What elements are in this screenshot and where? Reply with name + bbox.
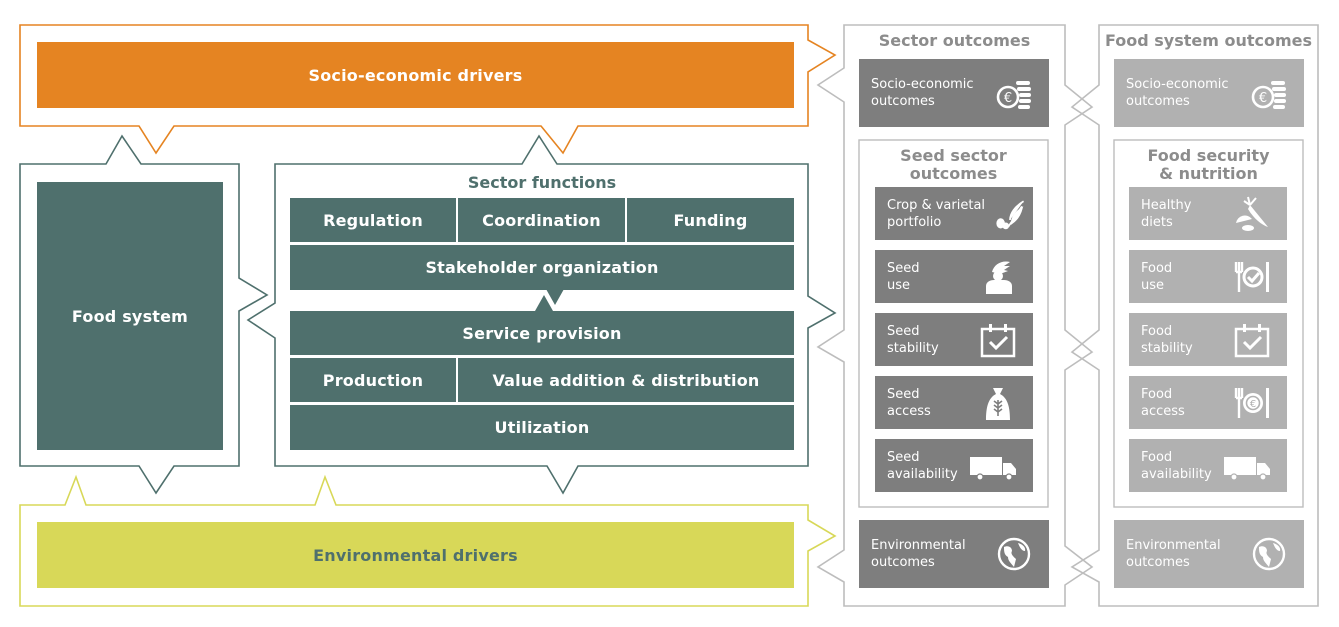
- function-label: Production: [322, 370, 424, 390]
- function-stakeholder-organization: Stakeholder organization: [290, 245, 794, 290]
- seed-bag-icon: [977, 383, 1019, 423]
- truck-icon: [1221, 446, 1273, 486]
- food-security-nutrition-title: Food security& nutrition: [1147, 146, 1270, 183]
- arrow-down-icon: [546, 289, 564, 305]
- svg-text:€: €: [1004, 91, 1012, 106]
- svg-text:€: €: [1250, 399, 1256, 410]
- function-label: Regulation: [323, 210, 423, 230]
- vegetables-icon: [1231, 194, 1273, 234]
- arrow-up-icon: [535, 295, 553, 311]
- hand-sowing-icon: [977, 257, 1019, 297]
- function-production: Production: [290, 358, 456, 402]
- function-regulation: Regulation: [290, 198, 456, 242]
- globe-icon: [993, 534, 1035, 574]
- calendar-check-icon: [977, 320, 1019, 360]
- sector-outcomes-title: Sector outcomes: [878, 31, 1031, 50]
- function-label: Funding: [673, 210, 748, 230]
- link-arrows: [535, 289, 564, 311]
- function-value-addition: Value addition & distribution: [458, 358, 794, 402]
- globe-icon: [1248, 534, 1290, 574]
- truck-icon: [967, 446, 1019, 486]
- svg-text:€: €: [1259, 91, 1267, 106]
- function-coordination: Coordination: [458, 198, 625, 242]
- food-system-box: Food system: [37, 182, 223, 450]
- function-label: Coordination: [482, 210, 601, 230]
- euro-coins-icon: €: [1248, 73, 1290, 113]
- function-label: Value addition & distribution: [492, 370, 760, 390]
- function-label: Stakeholder organization: [425, 258, 659, 277]
- function-utilization: Utilization: [290, 405, 794, 450]
- function-service-provision: Service provision: [290, 311, 794, 355]
- food-system-outcomes-title: Food system outcomes: [1104, 31, 1313, 50]
- environmental-drivers-label: Environmental drivers: [313, 545, 518, 565]
- calendar-check-icon: [1231, 320, 1273, 360]
- crops-icon: [993, 194, 1027, 234]
- environmental-drivers: Environmental drivers: [37, 522, 794, 588]
- function-label: Utilization: [494, 418, 590, 437]
- plate-check-icon: [1231, 257, 1273, 297]
- euro-coins-icon: €: [993, 73, 1035, 113]
- food-system-label: Food system: [71, 306, 189, 326]
- socio-economic-drivers: Socio-economic drivers: [37, 42, 794, 108]
- socio-economic-drivers-label: Socio-economic drivers: [308, 65, 523, 85]
- function-label: Service provision: [462, 323, 622, 343]
- function-funding: Funding: [627, 198, 794, 242]
- plate-euro-icon: €: [1231, 383, 1273, 423]
- sector-functions-title: Sector functions: [467, 173, 617, 192]
